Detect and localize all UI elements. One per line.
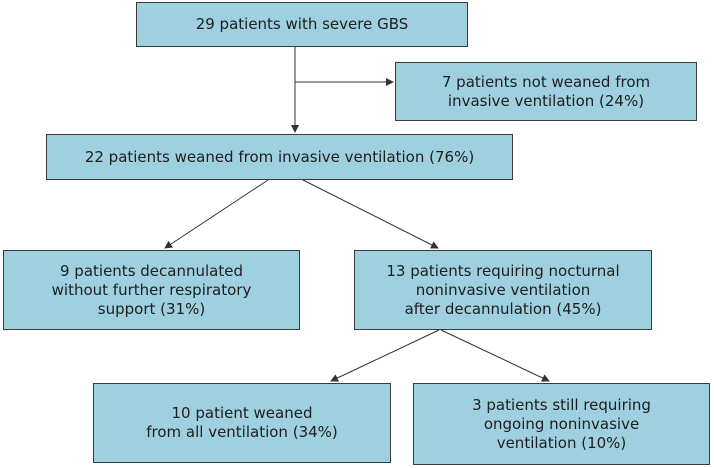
arrow-weaned-to-decannulated: [164, 179, 269, 249]
node-not-weaned-line-1: 7 patients not weaned from: [441, 72, 651, 91]
node-severe-gbs-line-1: 29 patients with severe GBS: [195, 15, 409, 33]
arrow-weaned-to-nocturnal: [302, 179, 439, 249]
node-severe-gbs: 29 patients with severe GBS: [136, 2, 468, 47]
node-decannulated-line-1: 9 patients decannulated: [60, 261, 243, 280]
node-decannulated: 9 patients decannulated without further …: [3, 250, 300, 330]
node-nocturnal-niv-line-3: after decannulation (45%): [404, 299, 602, 318]
node-weaned-invasive-line-1: 22 patients weaned from invasive ventila…: [84, 147, 475, 166]
node-weaned-all-ventilation-line-2: from all ventilation (34%): [146, 423, 338, 441]
arrow-nocturnal-to-all-ventilation: [330, 329, 440, 382]
node-weaned-invasive: 22 patients weaned from invasive ventila…: [46, 134, 513, 180]
node-weaned-all-ventilation: 10 patient weaned from all ventilation (…: [93, 383, 391, 463]
node-ongoing-niv: 3 patients still requiring ongoing nonin…: [413, 383, 710, 465]
node-ongoing-niv-line-2: ongoing noninvasive: [483, 414, 640, 433]
node-not-weaned: 7 patients not weaned from invasive vent…: [395, 62, 697, 121]
node-ongoing-niv-line-3: ventilation (10%): [496, 433, 627, 452]
node-nocturnal-niv: 13 patients requiring nocturnal noninvas…: [354, 250, 652, 330]
arrow-nocturnal-to-ongoing: [440, 329, 550, 382]
node-nocturnal-niv-line-1: 13 patients requiring nocturnal: [386, 261, 620, 280]
node-decannulated-line-2: without further respiratory: [51, 280, 252, 299]
node-weaned-all-ventilation-line-1: 10 patient weaned: [171, 404, 313, 422]
node-not-weaned-line-2: invasive ventilation (24%): [447, 91, 645, 110]
node-nocturnal-niv-line-2: noninvasive ventilation: [415, 280, 591, 299]
node-ongoing-niv-line-1: 3 patients still requiring: [472, 395, 651, 414]
node-decannulated-line-3: support (31%): [97, 299, 206, 318]
